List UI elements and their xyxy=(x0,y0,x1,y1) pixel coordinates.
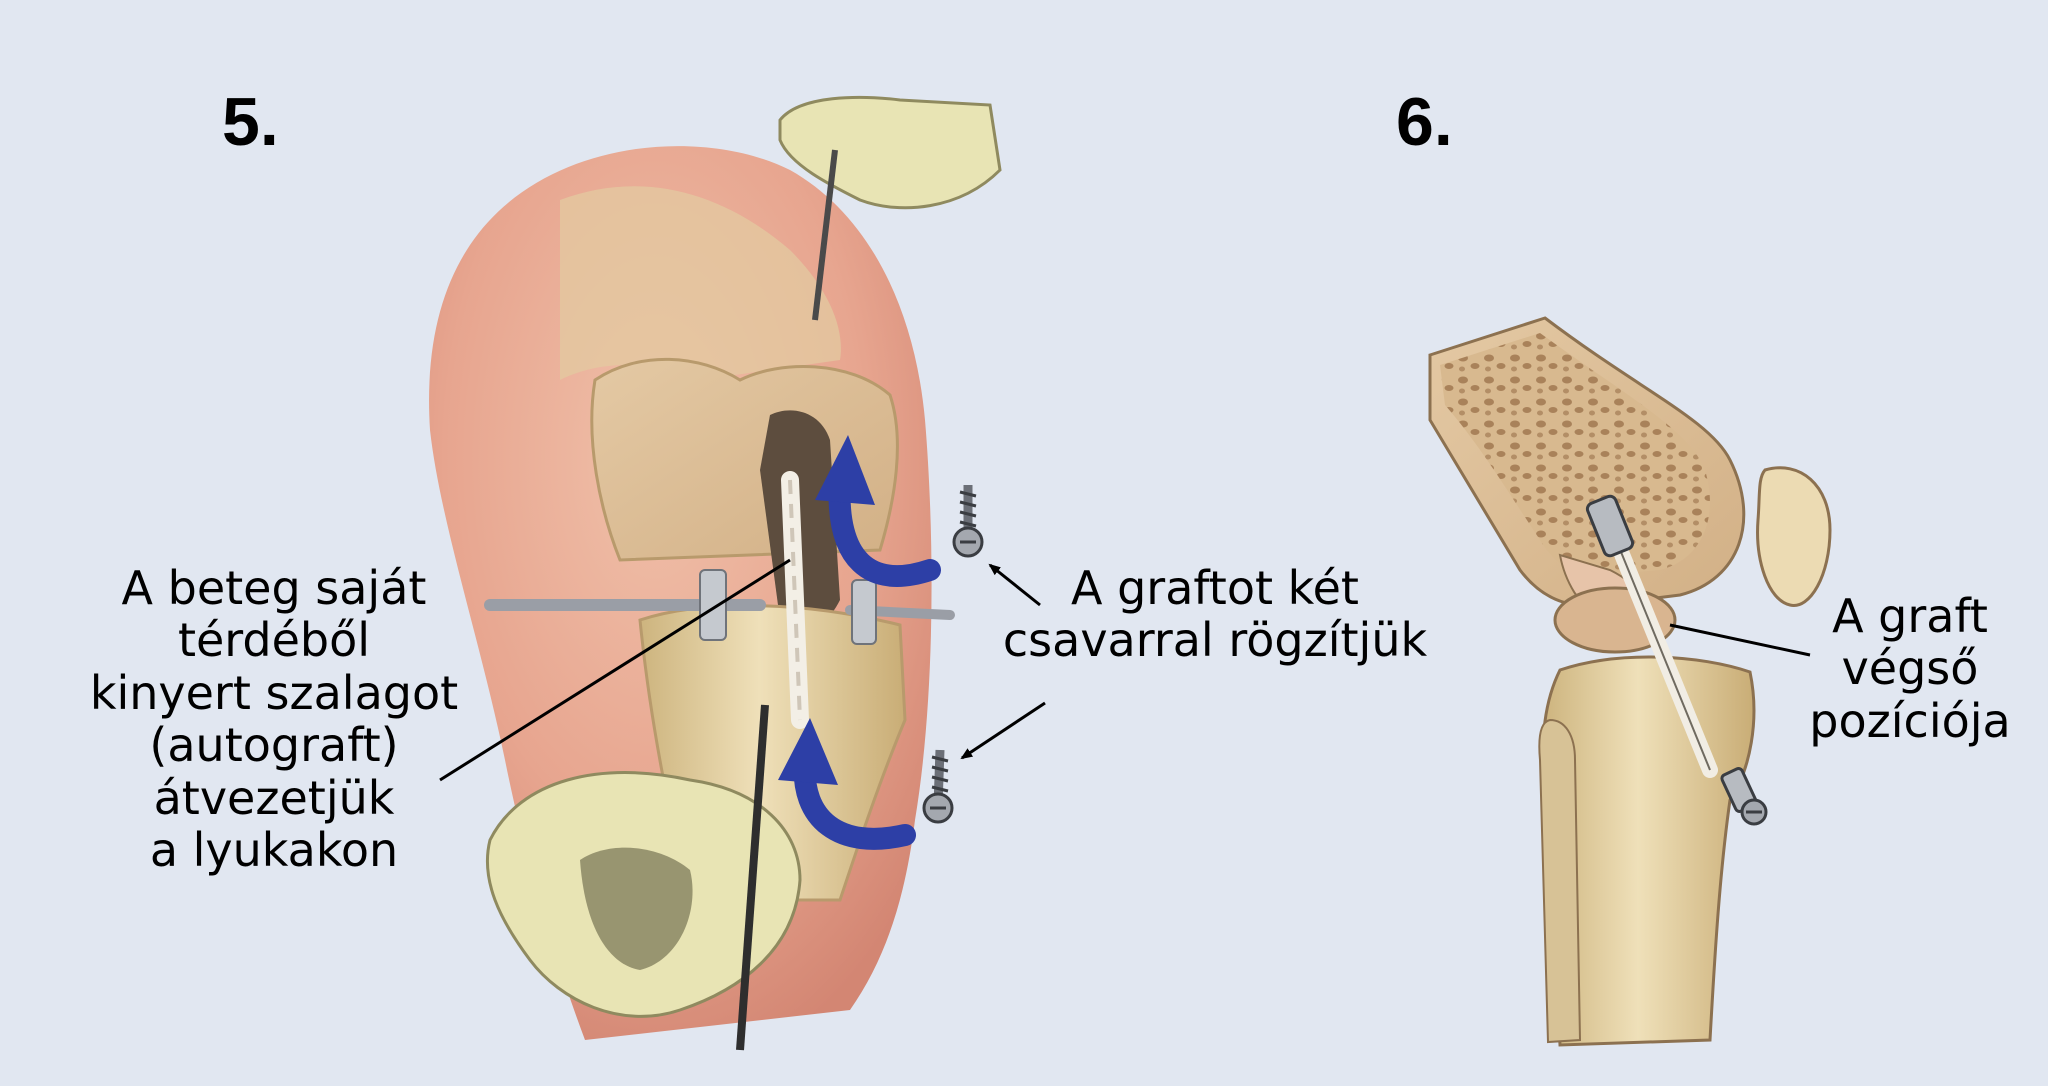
autograft-label-line-1: A beteg saját xyxy=(121,561,427,615)
right-retractor-clip xyxy=(851,579,877,645)
upper-forceps xyxy=(812,149,838,321)
autograft-label-line-4: (autograft) xyxy=(149,718,399,773)
fibula xyxy=(1538,718,1582,1044)
screws-label-line-2: csavarral rögzítjük xyxy=(1002,613,1428,668)
autograft-label-line-5: átvezetjük xyxy=(153,770,395,825)
autograft-label-line-3: kinyert szalagot xyxy=(89,665,459,720)
panel-5-knee-illustration xyxy=(429,95,1002,1051)
final-position-label-line-1: A graft xyxy=(1832,589,1988,643)
upper-glove xyxy=(778,95,1002,210)
screws-label-line-1: A graftot két xyxy=(1071,561,1359,615)
step-5-number: 5. xyxy=(222,84,279,160)
screws-label: A graftot két csavarral rögzítjük xyxy=(985,562,1445,667)
autograft-label-line-2: térdéből xyxy=(177,613,371,668)
screw-lower-leader-line xyxy=(960,701,1046,760)
probe xyxy=(736,704,769,1051)
step-6-number: 6. xyxy=(1396,84,1453,160)
graft-shadow xyxy=(788,479,802,721)
final-position-label-line-3: pozíciója xyxy=(1809,693,2011,748)
final-position-label-line-2: végső xyxy=(1841,641,1979,696)
autograft-label-line-6: a lyukakon xyxy=(149,823,399,878)
patella xyxy=(1756,466,1832,607)
tibial-screw xyxy=(1720,767,1768,826)
femoral-screw xyxy=(1585,494,1635,558)
final-graft-edge xyxy=(1609,524,1711,771)
femur-cancellous xyxy=(1440,333,1710,576)
autograft-label: A beteg saját térdéből kinyert szalagot … xyxy=(84,562,464,877)
panel-6-knee-illustration xyxy=(1428,316,1832,1047)
lower-blue-arrowhead xyxy=(778,718,838,785)
final-graft-leader-line xyxy=(1669,623,1811,657)
lower-glove-shadow xyxy=(580,847,693,970)
screw-lower xyxy=(922,749,954,824)
upper-blue-arrowhead xyxy=(815,435,875,505)
screw-upper-leader-line xyxy=(988,563,1041,607)
left-retractor-clip xyxy=(699,569,727,641)
final-position-label: A graft végső pozíciója xyxy=(1800,589,2020,748)
autograft-leader-line xyxy=(439,558,791,782)
screw-upper xyxy=(952,485,984,558)
thigh-tissue xyxy=(560,186,841,380)
